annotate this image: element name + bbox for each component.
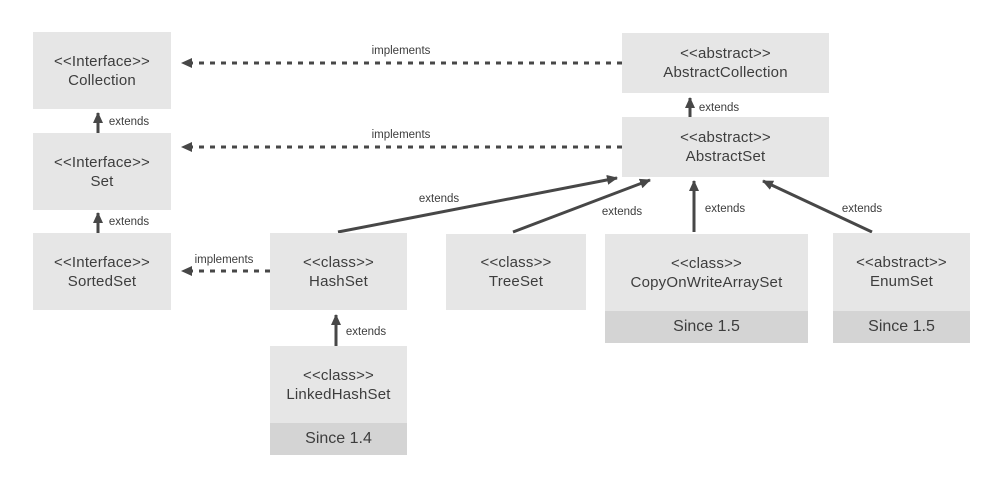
node-name: HashSet [309,272,368,290]
node-stereotype: <<class>> [480,254,552,271]
node-stereotype: <<class>> [670,254,742,272]
node-abstractset: <<abstract>> AbstractSet [622,117,829,177]
since-badge: Since 1.5 [605,311,808,343]
edge-label-extends: extends [418,193,460,205]
node-enumset: <<abstract>> EnumSet Since 1.5 [833,233,970,343]
edge-label-extends: extends [601,206,643,218]
edge-label-implements: implements [194,254,254,266]
edge-label-extends: extends [108,216,150,228]
node-collection: <<Interface>> Collection [33,32,171,109]
node-stereotype: <<Interface>> [53,52,150,70]
node-stereotype: <<abstract>> [856,254,947,271]
node-treeset: <<class>> TreeSet [446,234,586,310]
node-linkedhashset: <<class>> LinkedHashSet Since 1.4 [270,346,407,455]
node-name: TreeSet [488,273,544,290]
node-stereotype: <<class>> [302,366,374,384]
edge-label-implements: implements [371,129,431,141]
node-name: Set [90,172,114,190]
node-stereotype: <<abstract>> [680,45,771,62]
edge-label-extends: extends [345,326,387,338]
edge-hashset-extends-abstractset [337,174,618,234]
node-sortedset: <<Interface>> SortedSet [33,233,171,310]
node-set: <<Interface>> Set [33,133,171,210]
node-copyonwritearrayset: <<class>> CopyOnWriteArraySet Since 1.5 [605,234,808,343]
since-badge: Since 1.5 [833,311,970,343]
node-name: LinkedHashSet [286,385,391,403]
since-badge: Since 1.4 [270,423,407,455]
node-name: CopyOnWriteArraySet [630,273,783,291]
edge-label-extends: extends [698,102,740,114]
node-stereotype: <<Interface>> [53,253,150,271]
node-name: EnumSet [869,273,934,290]
node-stereotype: <<class>> [302,253,374,271]
node-stereotype: <<abstract>> [680,129,771,146]
node-name: SortedSet [67,272,137,290]
edge-label-extends: extends [108,116,150,128]
node-stereotype: <<Interface>> [53,153,150,171]
node-hashset: <<class>> HashSet [270,233,407,310]
node-abstractcollection: <<abstract>> AbstractCollection [622,33,829,93]
node-name: AbstractSet [685,148,766,165]
edge-label-extends: extends [841,203,883,215]
edge-label-extends: extends [704,203,746,215]
edge-label-implements: implements [371,45,431,57]
node-name: Collection [68,71,136,89]
node-name: AbstractCollection [663,64,788,81]
